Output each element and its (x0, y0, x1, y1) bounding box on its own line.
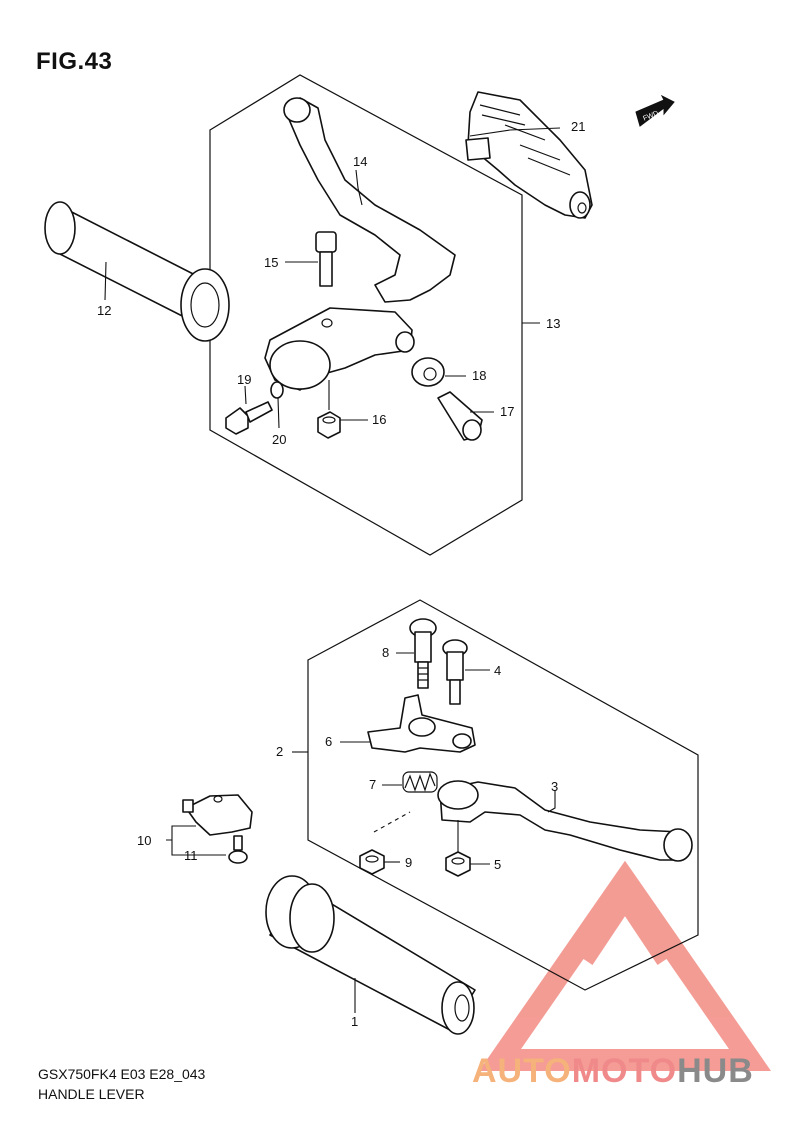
brand-hub: HUB (677, 1052, 754, 1090)
figure-title: FIG.43 (36, 48, 113, 75)
callout-15: 15 (264, 255, 278, 270)
callout-13: 13 (546, 316, 560, 331)
callout-5: 5 (494, 857, 501, 872)
section-name: HANDLE LEVER (38, 1086, 145, 1102)
callout-11: 11 (184, 848, 198, 863)
lower-nut-9 (359, 849, 385, 875)
brake-lever (437, 780, 693, 862)
lever-nut (317, 411, 341, 439)
brand-moto: MOTO (571, 1052, 678, 1090)
callout-3: 3 (551, 779, 558, 794)
callout-1: 1 (351, 1014, 358, 1029)
fwd-arrow-icon: FWD (635, 94, 675, 127)
clutch-lever (283, 97, 456, 303)
leader-lines (104, 127, 561, 1013)
brand-auto: AUTO (472, 1052, 572, 1090)
bracket-bolt (225, 401, 273, 435)
brake-bracket (367, 694, 476, 753)
watermark-brand: AUTOMOTOHUB (472, 1052, 754, 1091)
callout-20: 20 (272, 432, 286, 447)
callout-7: 7 (369, 777, 376, 792)
callout-8: 8 (382, 645, 389, 660)
callout-18: 18 (472, 368, 486, 383)
adjuster-nut (411, 357, 445, 387)
watermark-logo-icon (478, 860, 772, 1071)
bracket-washer (270, 381, 284, 399)
callout-12: 12 (97, 303, 111, 318)
switch-screw (228, 835, 248, 864)
right-grip (265, 875, 476, 1035)
pivot-bolt (315, 231, 337, 287)
lower-nut-5 (445, 851, 471, 877)
throttle-grip (465, 91, 593, 219)
lever-bracket (264, 307, 415, 391)
callout-16: 16 (372, 412, 386, 427)
brake-pivot-bolt (409, 618, 437, 689)
callout-9: 9 (405, 855, 412, 870)
callout-21: 21 (571, 119, 585, 134)
callout-17: 17 (500, 404, 514, 419)
lower-assembly-outline (307, 599, 699, 991)
brake-switch (182, 794, 253, 836)
spring (402, 771, 438, 793)
callout-10: 10 (137, 833, 151, 848)
callout-6: 6 (325, 734, 332, 749)
callout-4: 4 (494, 663, 501, 678)
callout-2: 2 (276, 744, 283, 759)
left-grip (44, 201, 230, 342)
cable-adjuster (437, 391, 483, 441)
callout-19: 19 (237, 372, 251, 387)
brake-pin (442, 639, 468, 705)
model-code: GSX750FK4 E03 E28_043 (38, 1066, 206, 1082)
callout-14: 14 (353, 154, 367, 169)
upper-assembly-outline (209, 74, 523, 556)
